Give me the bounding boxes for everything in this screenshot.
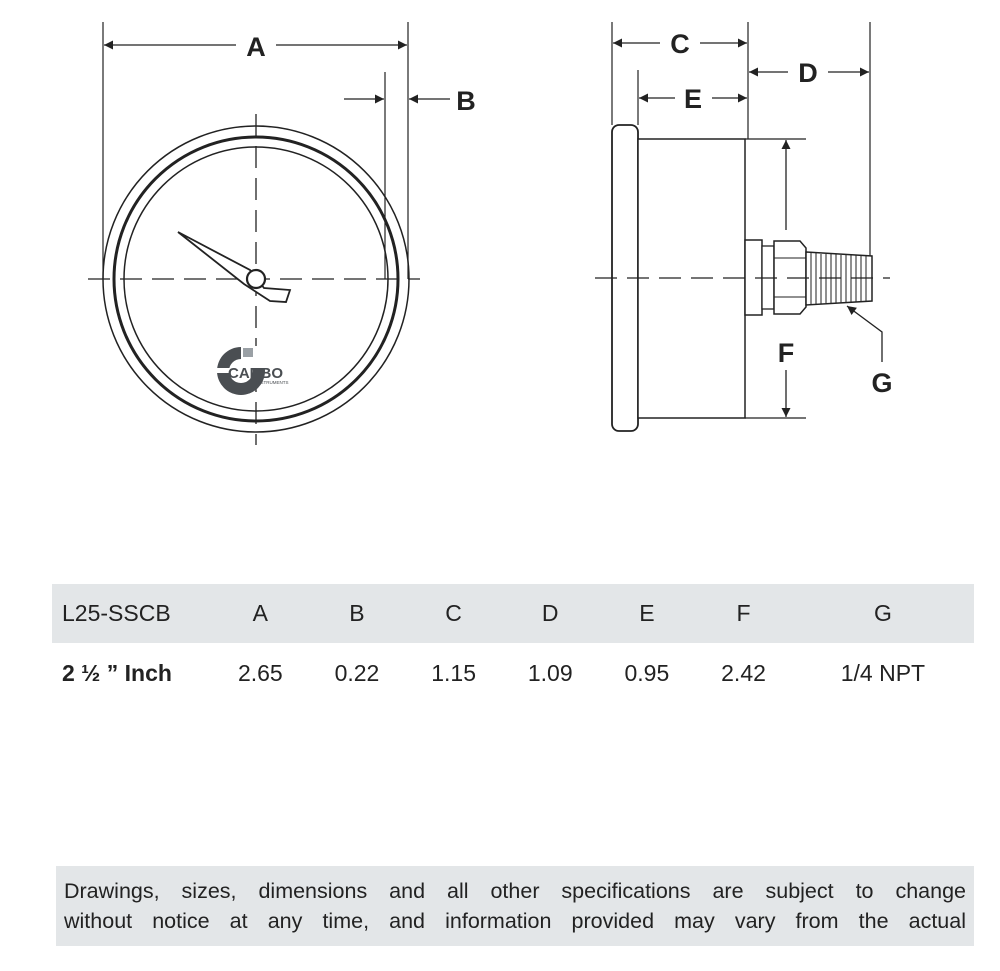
gauge-needle-hub — [245, 268, 267, 290]
dimension-d: D — [749, 58, 869, 88]
table-cell-a: 2.65 — [237, 659, 283, 686]
dim-a-label: A — [246, 32, 266, 62]
table-header-row: L25-SSCB A B C D E F G — [52, 584, 974, 643]
disclaimer-line-2: without notice at any time, and informat… — [64, 909, 966, 933]
logo-subtitle: INSTRUMENTS — [256, 380, 289, 385]
dimension-a: A — [104, 32, 407, 62]
logo-name: CARBO — [228, 365, 283, 382]
table-header-e: E — [598, 584, 696, 643]
front-view — [88, 22, 420, 445]
table-cell-f: 2.42 — [721, 659, 766, 686]
table-row: 2 ½ ” Inch 2.65 0.22 1.15 1.09 0.95 2.42… — [52, 643, 974, 703]
table-header-model: L25-SSCB — [52, 584, 212, 643]
dimension-c: C — [613, 29, 747, 59]
gauge-dimension-drawing: A B CARBO INSTRUMENTS — [88, 22, 893, 445]
dimension-e: E — [639, 84, 747, 114]
callout-g: G — [846, 305, 893, 398]
dim-b-label: B — [456, 86, 476, 116]
table-header-d: D — [501, 584, 599, 643]
gauge-needle — [177, 231, 292, 303]
table-cell-c: 1.15 — [431, 659, 476, 686]
table-header-b: B — [308, 584, 406, 643]
dimension-b: B — [344, 86, 476, 116]
callout-g-leader — [846, 305, 883, 362]
dim-e-label: E — [684, 84, 702, 114]
dim-d-label: D — [798, 58, 818, 88]
carbo-logo-icon — [216, 346, 271, 395]
table-cell-b: 0.22 — [334, 659, 380, 686]
dim-f-label: F — [778, 338, 795, 368]
table-header-f: F — [695, 584, 792, 643]
table-header-a: A — [212, 584, 309, 643]
carbo-logo: CARBO INSTRUMENTS — [216, 346, 289, 395]
callout-g-label: G — [871, 368, 892, 398]
table-cell-d: 1.09 — [527, 659, 573, 686]
side-view — [595, 22, 890, 432]
table-header-c: C — [405, 584, 502, 643]
dimension-f: F — [778, 140, 795, 417]
dimension-spec-table: L25-SSCB A B C D E F G 2 ½ ” Inch 2.65 0… — [52, 584, 974, 703]
dim-c-label: C — [670, 29, 690, 59]
disclaimer-line-1: Drawings, sizes, dimensions and all othe… — [64, 879, 966, 903]
table-cell-e: 0.95 — [624, 659, 670, 686]
disclaimer-box: Drawings, sizes, dimensions and all othe… — [56, 866, 974, 946]
table-cell-g: 1/4 NPT — [840, 659, 926, 686]
table-header-g: G — [791, 584, 974, 643]
table-cell-size: 2 ½ ” Inch — [62, 659, 172, 686]
